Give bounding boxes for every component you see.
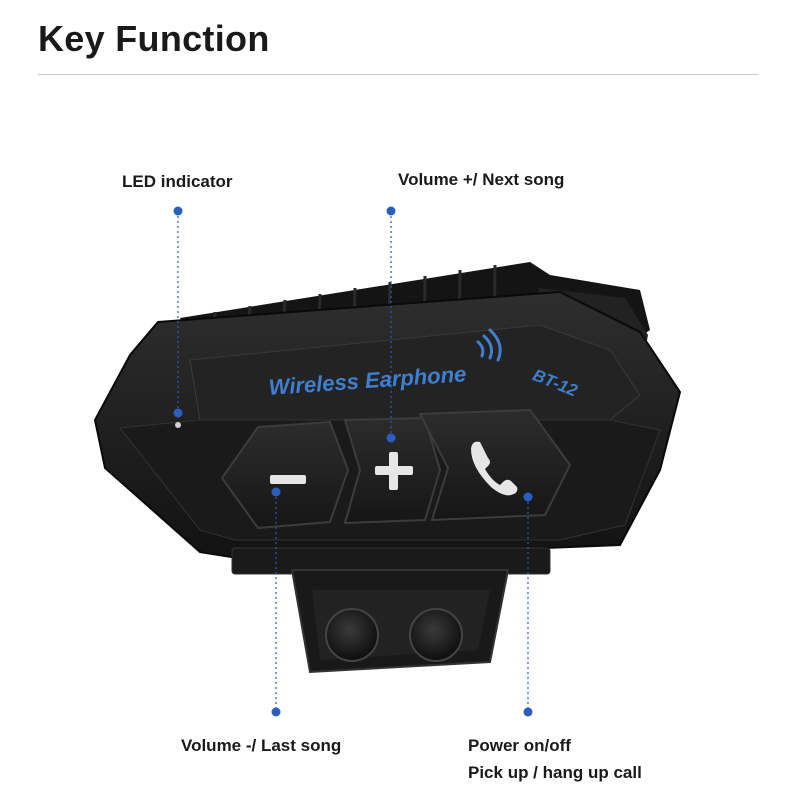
- led-leader-dot: [173, 206, 183, 216]
- volume-down-leader-dot: [271, 707, 281, 717]
- page-title: Key Function: [38, 18, 270, 59]
- title-divider: [38, 74, 758, 75]
- volume-up-label: Volume +/ Next song: [398, 170, 565, 189]
- volume-down-label: Volume -/ Last song: [181, 736, 342, 755]
- minus-icon: [270, 475, 306, 484]
- mount-clip: [231, 547, 551, 674]
- power-label-line2: Pick up / hang up call: [468, 763, 642, 782]
- power-call-button[interactable]: [418, 408, 572, 522]
- plus-icon: [375, 452, 413, 490]
- led-target-dot: [173, 408, 183, 418]
- volume-down-button[interactable]: [220, 420, 350, 530]
- volume-up-button[interactable]: [343, 416, 442, 525]
- signal-icon: [476, 328, 502, 362]
- power-leader-dot: [523, 707, 533, 717]
- right-knob: [409, 608, 463, 662]
- power-target-dot: [523, 492, 533, 502]
- volume-up-target-dot: [386, 433, 396, 443]
- left-knob: [325, 608, 379, 662]
- led-indicator: [175, 422, 181, 428]
- volume-down-target-dot: [271, 487, 281, 497]
- volume-up-leader-dot: [386, 206, 396, 216]
- led-indicator-label: LED indicator: [122, 172, 233, 191]
- phone-icon: [471, 441, 518, 496]
- power-label-line1: Power on/off: [468, 736, 571, 755]
